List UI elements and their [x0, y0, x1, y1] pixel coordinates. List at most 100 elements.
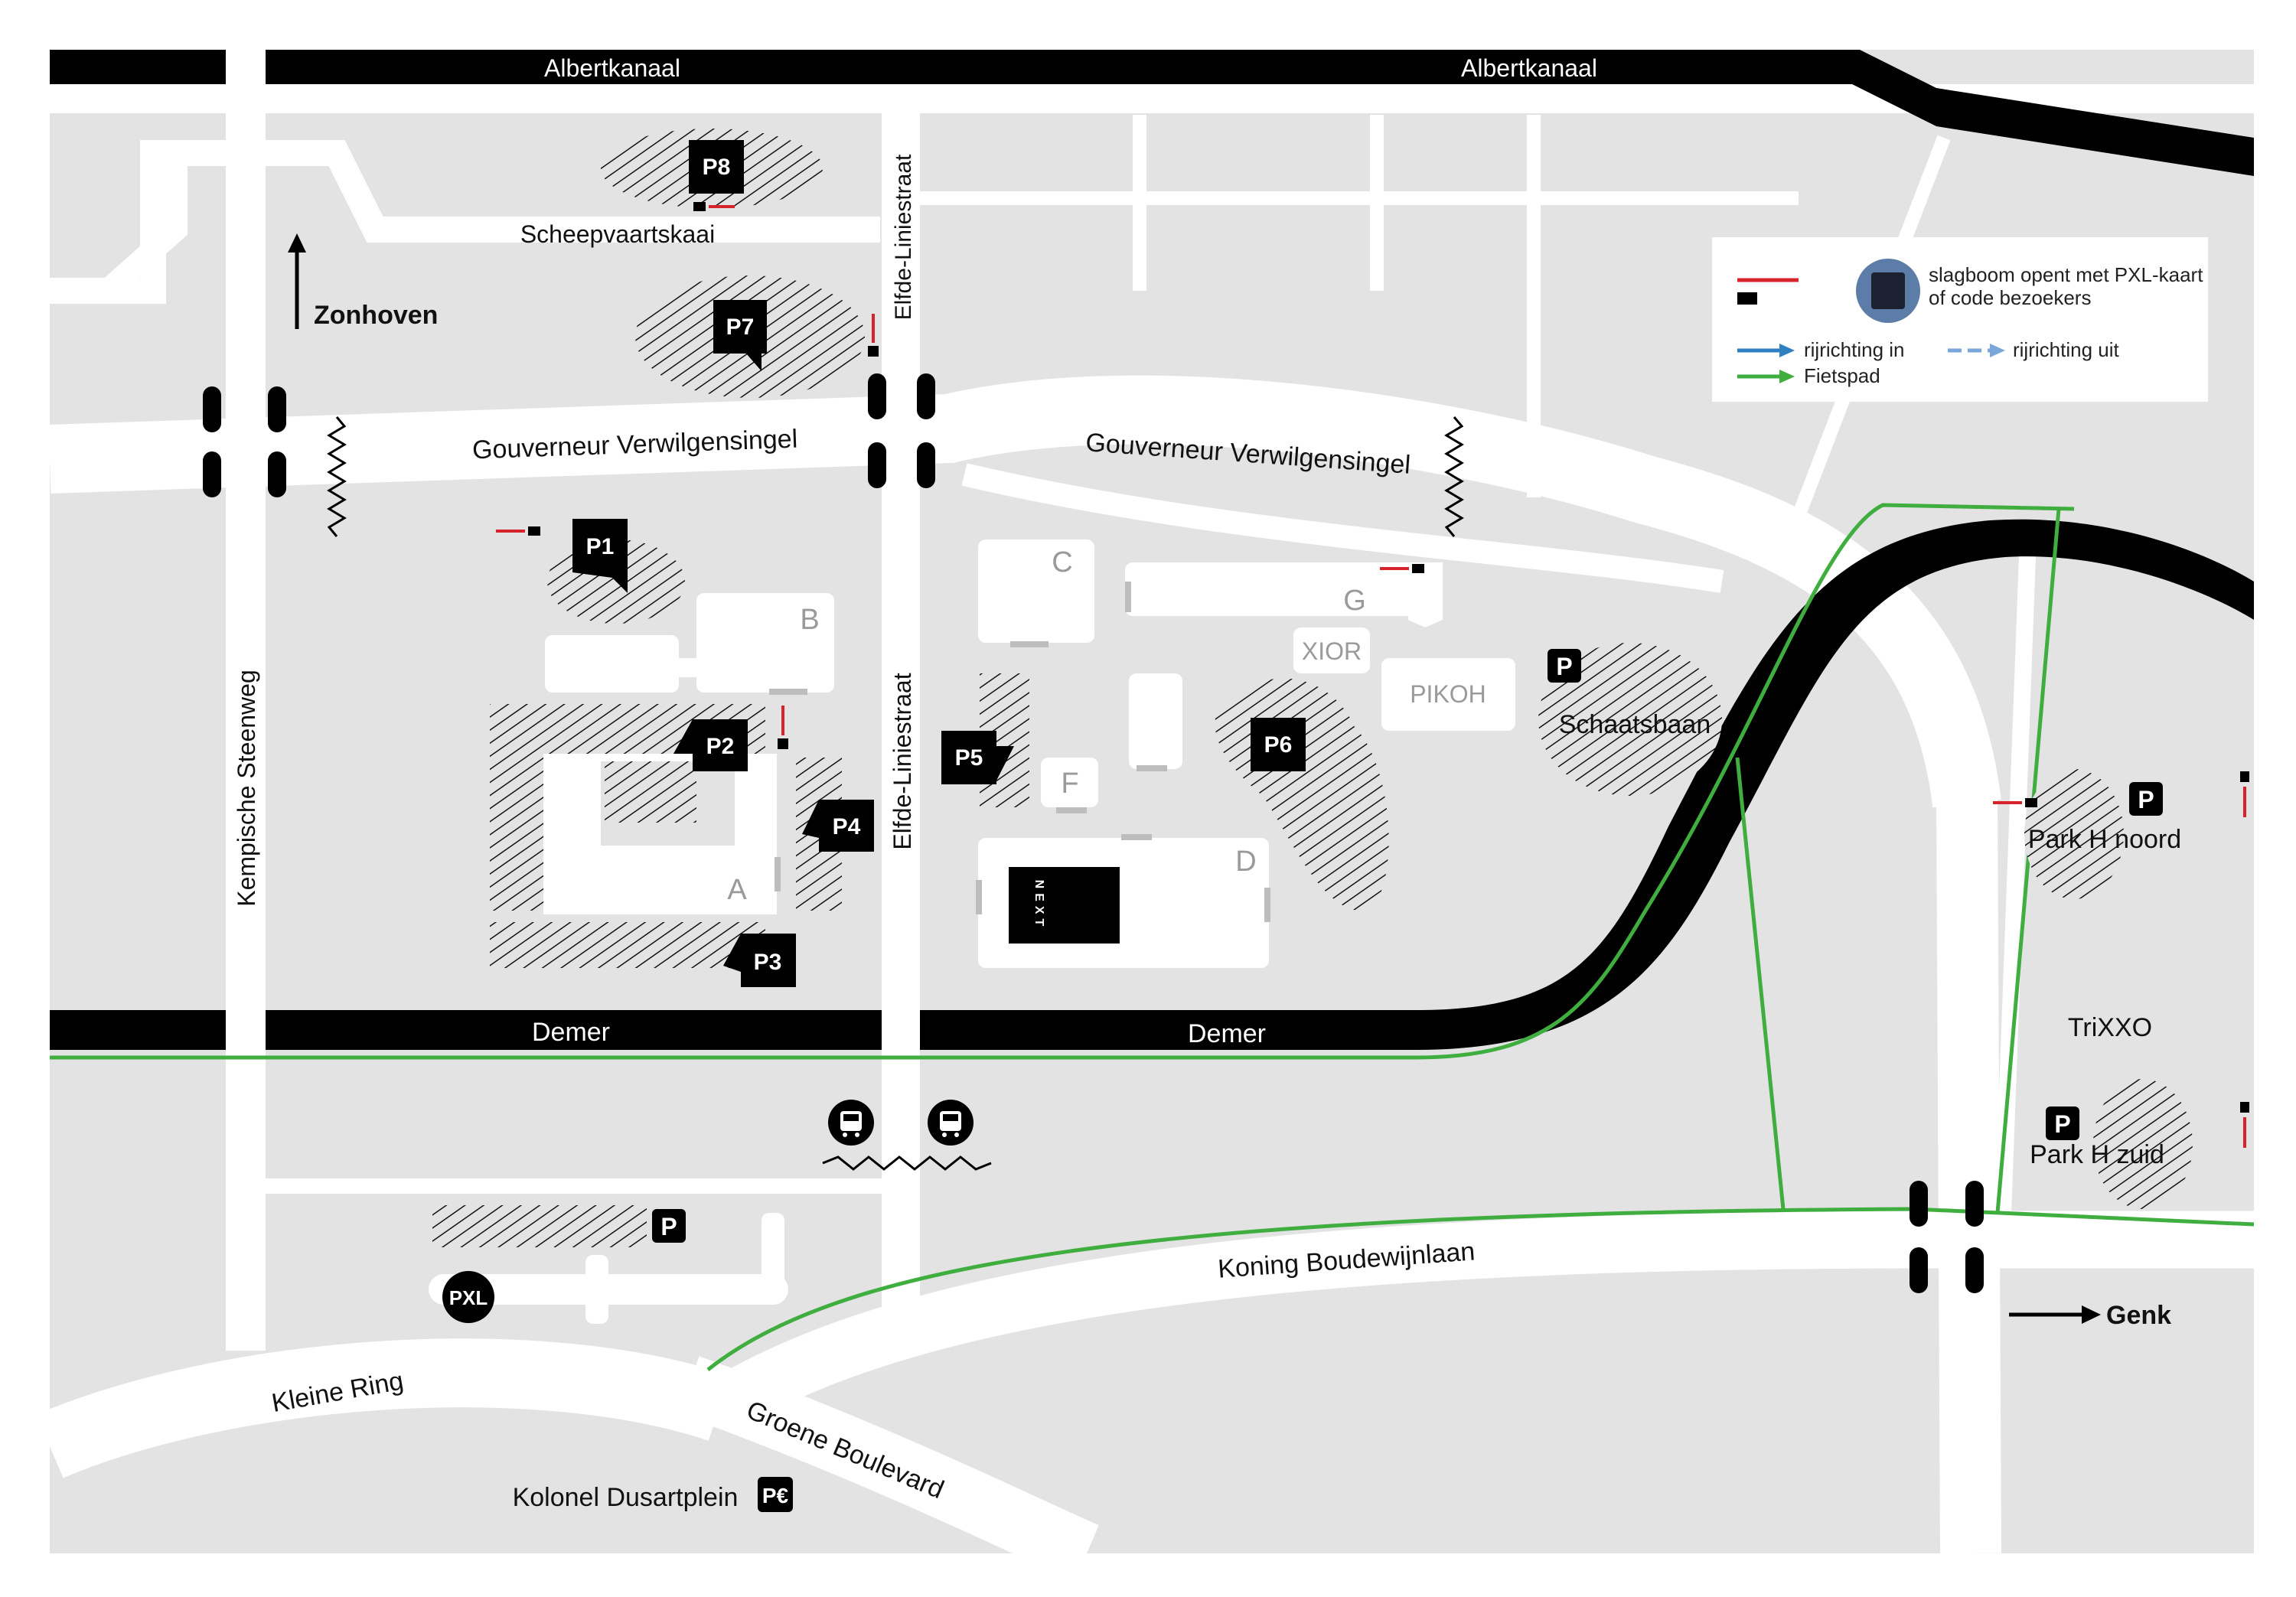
road-pxl-spur — [585, 1255, 608, 1324]
parking-label-p6: P6 — [1264, 732, 1293, 758]
arrow-east-head — [2082, 1305, 2101, 1324]
building-b — [696, 593, 834, 693]
pxl-logo-label: PXL — [449, 1286, 488, 1309]
parking-label-p4: P4 — [833, 814, 861, 839]
barriers — [496, 202, 2249, 1148]
river-label: Demer — [532, 1018, 610, 1047]
building-b-link — [673, 658, 704, 677]
pxl-logo — [442, 1271, 494, 1323]
legend-barrier-text: slagboom opent met PXL-kaart — [1929, 263, 2203, 286]
entrance-marker — [1264, 888, 1270, 922]
bus-stop-icon — [828, 1100, 874, 1146]
road-kempische — [226, 50, 266, 1351]
direction-north-label: Zonhoven — [314, 301, 438, 330]
entrance-marker — [976, 880, 982, 914]
zigzag-west — [327, 416, 347, 537]
parking-zone-park-h-noord — [2024, 769, 2124, 899]
parking-label-p2: P2 — [706, 734, 735, 759]
entrance-marker — [769, 689, 807, 695]
canal-albertkanaal-west — [50, 50, 226, 84]
legend-bike-head — [1779, 370, 1795, 383]
parking-sign-label: P — [2054, 1110, 2070, 1138]
parking-label-p3: P3 — [754, 950, 782, 975]
parking-sign-schaatsbaan — [1548, 649, 1581, 683]
legend-barrier-black — [1737, 292, 1757, 305]
building-a — [543, 754, 777, 914]
entrance-marker — [1125, 582, 1131, 612]
road-gouverneur-branch — [961, 463, 1724, 593]
entrance-marker — [1137, 765, 1167, 771]
parking-marker-p3 — [723, 934, 796, 987]
legend-direction-out-text: rijrichting uit — [2013, 338, 2119, 361]
parking-sign-label: P — [1556, 653, 1572, 680]
parking-marker-p8 — [689, 140, 744, 194]
river-demer-west — [50, 1010, 226, 1050]
bus-stop-icon — [928, 1100, 974, 1146]
parking-sign-park-h-noord — [2129, 782, 2163, 816]
parking-label-p1: P1 — [586, 534, 615, 559]
legend-barrier-text: of code bezoekers — [1929, 286, 2091, 309]
paid-parking-sign-kolonel — [758, 1477, 793, 1512]
parking-marker-p5 — [941, 731, 1014, 784]
place-label-schaatsbaan: Schaatsbaan — [1559, 710, 1711, 739]
building-label-pikoh: PIKOH — [1410, 680, 1486, 708]
bike-path-koning — [706, 1207, 2255, 1371]
road-gouverneur — [48, 375, 2001, 808]
entrance-marker — [1010, 641, 1049, 647]
road-east-vertical — [1936, 795, 2001, 1554]
legend-bike-text: Fietspad — [1804, 364, 1880, 387]
zigzag-east — [1444, 416, 1464, 537]
place-label-trixxo: TriXXO — [2068, 1013, 2152, 1042]
road-groene — [678, 1356, 1099, 1582]
river-label: Demer — [1188, 1019, 1266, 1048]
parking-label-p5: P5 — [955, 745, 983, 771]
legend-out-arrow-head — [1990, 344, 2005, 357]
parking-zone-park-h-zuid — [2093, 1079, 2193, 1209]
legend-box — [1712, 237, 2208, 402]
building-f — [1041, 758, 1098, 807]
parking-zone-p3 — [490, 922, 765, 968]
parking-zone-center — [605, 761, 696, 823]
street-label-elfde-north: Elfde-Liniestraat — [891, 154, 916, 320]
street-west-connector — [99, 153, 188, 300]
building-g-end — [1408, 562, 1443, 627]
place-label-park-h-zuid: Park H zuid — [2030, 1140, 2164, 1169]
parking-marker-p2 — [673, 719, 748, 771]
place-label-park-h-noord: Park H noord — [2028, 825, 2181, 854]
road-elfde — [882, 113, 920, 1307]
river-demer-mid — [266, 1010, 882, 1050]
building-pikoh — [1381, 658, 1515, 731]
building-xior — [1293, 627, 1370, 673]
arrow-north-head — [288, 233, 306, 253]
parking-sign-park-h-zuid — [2046, 1106, 2079, 1140]
building-b-wing — [545, 635, 679, 693]
canal-label: Albertkanaal — [544, 54, 680, 82]
building-label-a: A — [727, 874, 747, 906]
entrance-marker — [1056, 807, 1087, 813]
road-pxl-spur2 — [762, 1213, 784, 1301]
street-label-scheepvaartskaai: Scheepvaartskaai — [520, 220, 715, 248]
legend-in-arrow-head — [1779, 344, 1795, 357]
building-g — [1125, 562, 1424, 616]
place-label-kolonel: Kolonel Dusartplein — [513, 1483, 739, 1512]
building-label-d: D — [1235, 846, 1256, 878]
building-label-xior: XIOR — [1302, 637, 1362, 665]
parking-zone-pxl — [432, 1205, 647, 1247]
parking-sign-label: P — [660, 1213, 677, 1240]
parking-label-p7: P7 — [726, 315, 755, 340]
paid-parking-sign-label: P€ — [762, 1484, 789, 1507]
bike-path-connector — [1735, 757, 1786, 1210]
building-label-f: F — [1061, 768, 1078, 800]
building-label-c: C — [1052, 546, 1072, 579]
parking-marker-p7 — [713, 300, 767, 371]
street-south-small — [264, 1178, 892, 1194]
building-label-g: G — [1343, 585, 1366, 617]
parking-sign-pxl — [652, 1209, 686, 1243]
parking-marker-p4 — [802, 800, 874, 852]
street-label-elfde-south: Elfde-Liniestraat — [889, 673, 916, 849]
building-label-b: B — [800, 604, 819, 636]
parking-marker-p1 — [572, 519, 628, 593]
entrance-marker — [1121, 834, 1152, 840]
street-label-kempische: Kempische Steenweg — [233, 670, 260, 907]
